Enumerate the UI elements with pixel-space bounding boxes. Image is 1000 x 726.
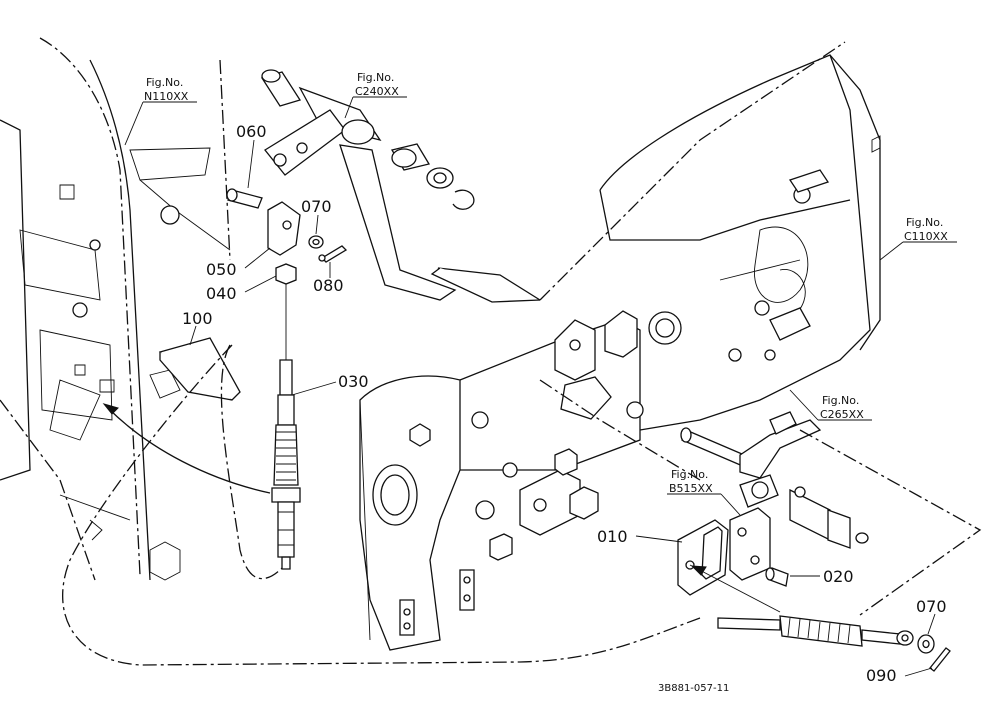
left-fender-panel <box>0 37 231 581</box>
washer-070-upper <box>308 235 324 249</box>
fig-ref-b515-code[interactable]: B515XX <box>669 482 713 495</box>
part-label-070-upper[interactable]: 070 <box>301 197 332 216</box>
part-label-060[interactable]: 060 <box>236 122 267 141</box>
fig-ref-n110-prefix: Fig.No. <box>146 76 183 89</box>
part-label-090[interactable]: 090 <box>866 666 897 685</box>
lower-cable <box>717 615 914 647</box>
bracket-b515 <box>729 507 771 581</box>
fig-ref-c110-prefix: Fig.No. <box>906 216 943 229</box>
part-label-010[interactable]: 010 <box>597 527 628 546</box>
pedal-assembly <box>260 69 541 303</box>
part-label-070-lower[interactable]: 070 <box>916 597 947 616</box>
bracket-010 <box>677 519 729 596</box>
leader-lines <box>124 96 957 677</box>
fig-ref-c265-prefix: Fig.No. <box>822 394 859 407</box>
split-pin-090 <box>929 647 951 672</box>
clevis-050 <box>267 201 301 256</box>
diagram-code: 3B881-057-11 <box>658 683 729 694</box>
cable-guide-line <box>689 564 781 613</box>
cable-030 <box>271 284 301 570</box>
fig-ref-b515-prefix: Fig.No. <box>671 468 708 481</box>
shaft-lever-c265 <box>680 411 982 616</box>
center-housing <box>359 310 701 651</box>
transmission-case <box>539 41 881 431</box>
part-label-080[interactable]: 080 <box>313 276 344 295</box>
washer-070-lower <box>917 634 935 654</box>
nut-040 <box>275 263 297 285</box>
fig-ref-n110-code[interactable]: N110XX <box>144 90 189 103</box>
pin-060 <box>226 188 263 209</box>
part-label-020[interactable]: 020 <box>823 567 854 586</box>
fig-ref-c110-code[interactable]: C110XX <box>904 230 948 243</box>
bolt-020 <box>765 567 789 587</box>
pedal-pad-100 <box>158 337 241 401</box>
split-pin-080 <box>318 245 348 263</box>
fig-ref-c265-code[interactable]: C265XX <box>820 408 864 421</box>
part-label-100[interactable]: 100 <box>182 309 213 328</box>
fig-ref-c240-code[interactable]: C240XX <box>355 85 399 98</box>
part-label-050[interactable]: 050 <box>206 260 237 279</box>
part-label-040[interactable]: 040 <box>206 284 237 303</box>
part-label-030[interactable]: 030 <box>338 372 369 391</box>
fig-ref-c240-prefix: Fig.No. <box>357 71 394 84</box>
